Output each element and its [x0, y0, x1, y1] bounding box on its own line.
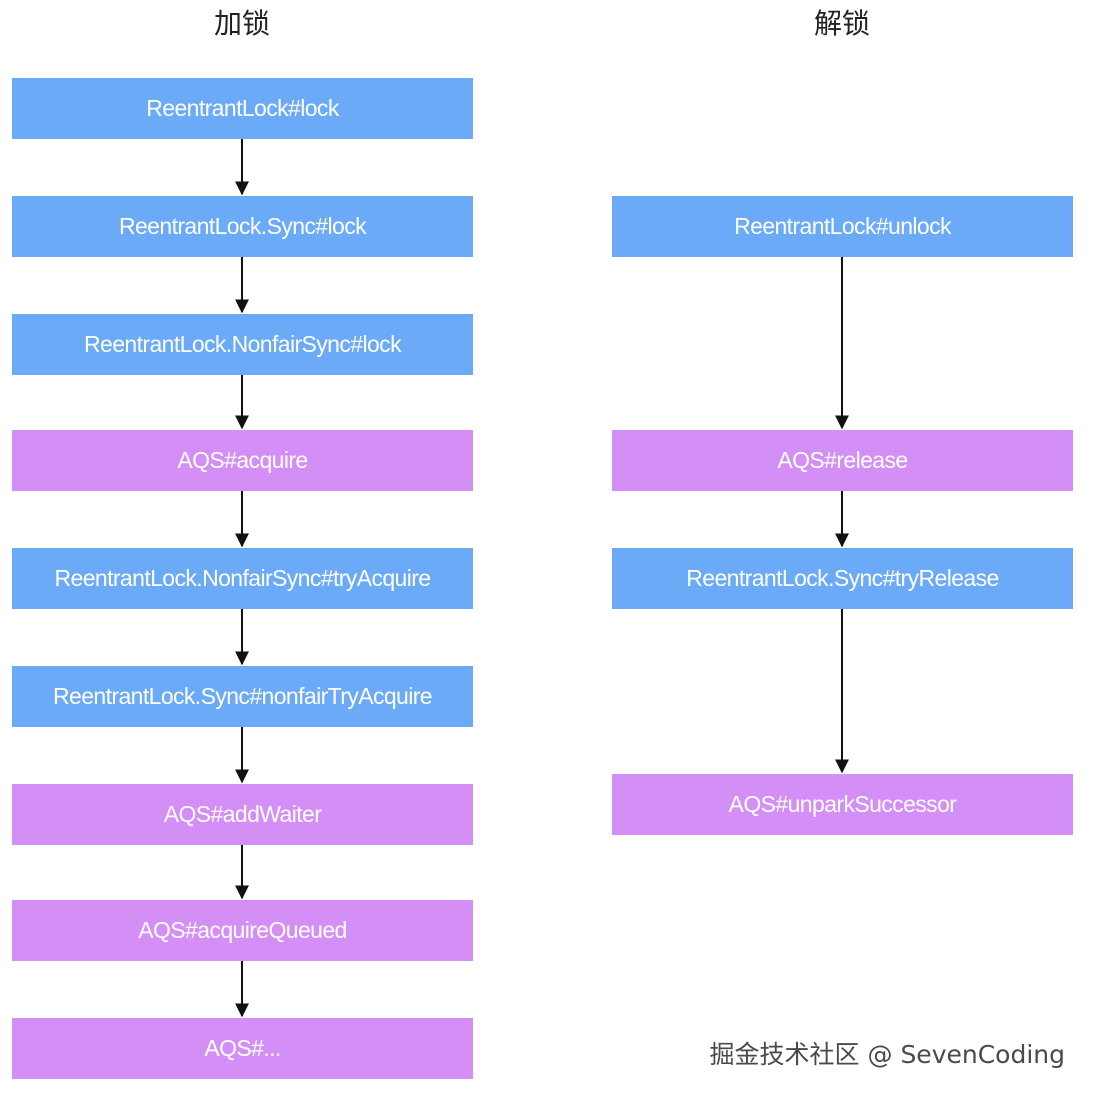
- node-aqs-addwaiter: AQS#addWaiter: [12, 784, 473, 845]
- node-aqs-acquirequeued: AQS#acquireQueued: [12, 900, 473, 961]
- node-nonfairsync-lock: ReentrantLock.NonfairSync#lock: [12, 314, 473, 375]
- node-aqs-unparksuccessor: AQS#unparkSuccessor: [612, 774, 1073, 835]
- node-sync-tryrelease: ReentrantLock.Sync#tryRelease: [612, 548, 1073, 609]
- watermark: 掘金技术社区 @ SevenCoding: [709, 1040, 1065, 1069]
- node-nonfairsync-tryacquire: ReentrantLock.NonfairSync#tryAcquire: [12, 548, 473, 609]
- unlock-column-title: 解锁: [813, 7, 870, 40]
- node-reentrantlock-lock: ReentrantLock#lock: [12, 78, 473, 139]
- node-aqs-ellipsis: AQS#...: [12, 1018, 473, 1079]
- node-reentrantlock-unlock: ReentrantLock#unlock: [612, 196, 1073, 257]
- lock-column-title: 加锁: [213, 7, 270, 40]
- node-sync-lock: ReentrantLock.Sync#lock: [12, 196, 473, 257]
- node-sync-nonfairtryacquire: ReentrantLock.Sync#nonfairTryAcquire: [12, 666, 473, 727]
- node-aqs-release: AQS#release: [612, 430, 1073, 491]
- node-aqs-acquire: AQS#acquire: [12, 430, 473, 491]
